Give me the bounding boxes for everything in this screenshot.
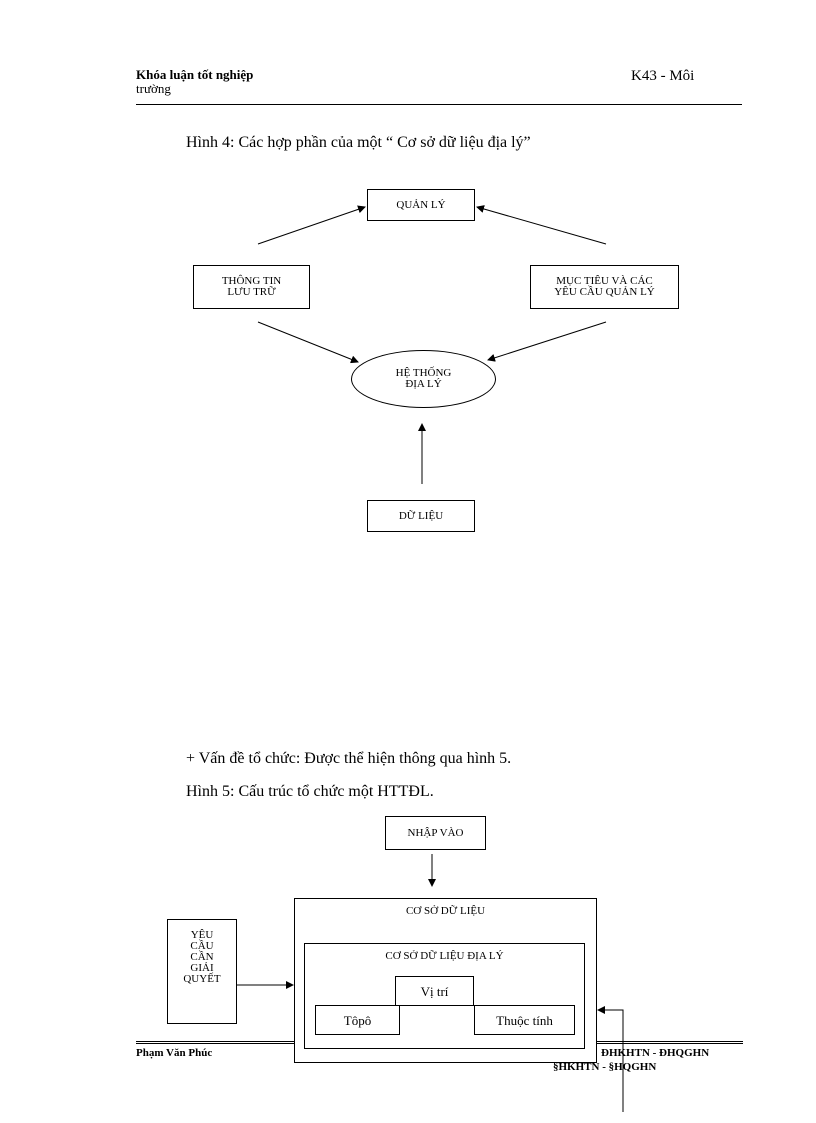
figure5-topology-label: Tôpô bbox=[343, 1012, 372, 1028]
figure5-requirement-label: YÊU CẦU CẦN GIẢI QUYẾT bbox=[183, 929, 221, 985]
arrow-info-to-system bbox=[257, 321, 359, 364]
figure5-attribute-box: Thuộc tính bbox=[474, 1005, 575, 1035]
figure4-info-box: THÔNG TIN LƯU TRỮ bbox=[193, 265, 310, 309]
figure4-data-box: DỮ LIỆU bbox=[367, 500, 475, 532]
organization-paragraph: + Vấn đề tổ chức: Được thể hiện thông qu… bbox=[186, 750, 512, 767]
figure5-geo-database-frame bbox=[304, 943, 585, 1049]
figure5-input-box: NHẬP VÀO bbox=[385, 816, 486, 850]
header-course: K43 - Môi bbox=[631, 68, 695, 84]
header-left-line1: Khóa luận tốt nghiệp bbox=[136, 67, 254, 82]
footer-institution-2: §HKHTN - §HQGHN bbox=[553, 1061, 657, 1073]
figure5-input-label: NHẬP VÀO bbox=[407, 826, 464, 839]
footer-divider-right bbox=[597, 1041, 743, 1042]
arrow-output-to-database bbox=[597, 1006, 624, 1112]
footer-divider-right-2 bbox=[597, 1043, 743, 1044]
figure4-system-ellipse: HỆ THỐNG ĐỊA LÝ bbox=[351, 350, 496, 408]
figure5-caption: Hình 5: Cấu trúc tổ chức một HTTĐL. bbox=[186, 783, 434, 800]
figure4-system-label: HỆ THỐNG ĐỊA LÝ bbox=[395, 367, 452, 390]
figure4-manage-box: QUẢN LÝ bbox=[367, 189, 475, 221]
footer-divider-left-2 bbox=[136, 1043, 294, 1044]
header-divider bbox=[136, 104, 742, 105]
header-title: Khóa luận tốt nghiệp trường bbox=[136, 68, 253, 96]
footer-institution-1: ĐHKHTN - ĐHQGHN bbox=[601, 1047, 710, 1059]
figure4-manage-label: QUẢN LÝ bbox=[396, 198, 446, 211]
figure5-topology-box: Tôpô bbox=[315, 1005, 400, 1035]
header-left-line2: trường bbox=[136, 81, 171, 96]
figure5-database-label: CƠ SỞ DỮ LIỆU bbox=[405, 905, 486, 917]
footer-author: Phạm Văn Phúc bbox=[136, 1047, 213, 1059]
figure5-location-label: Vị trí bbox=[420, 983, 449, 999]
figure5-database-frame bbox=[294, 898, 597, 1063]
figure5-geo-database-label: CƠ SỞ DỮ LIỆU ĐỊA LÝ bbox=[385, 950, 504, 962]
figure4-goals-box: MỤC TIÊU VÀ CÁC YÊU CẦU QUẢN LÝ bbox=[530, 265, 679, 309]
figure4-goals-label: MỤC TIÊU VÀ CÁC YÊU CẦU QUẢN LÝ bbox=[554, 275, 655, 298]
figure4-data-label: DỮ LIỆU bbox=[398, 509, 444, 522]
arrow-goals-to-system bbox=[487, 321, 607, 362]
figure5-location-box: Vị trí bbox=[395, 976, 474, 1006]
figure4-caption: Hình 4: Các hợp phần của một “ Cơ sở dữ … bbox=[186, 134, 531, 151]
arrow-goals-to-manage bbox=[476, 205, 607, 245]
figure4-info-label: THÔNG TIN LƯU TRỮ bbox=[221, 275, 282, 298]
footer-divider-left bbox=[136, 1041, 294, 1042]
figure5-attribute-label: Thuộc tính bbox=[496, 1012, 553, 1028]
arrow-info-to-manage bbox=[257, 205, 366, 245]
figure5-requirement-box: YÊU CẦU CẦN GIẢI QUYẾT bbox=[167, 919, 237, 1024]
